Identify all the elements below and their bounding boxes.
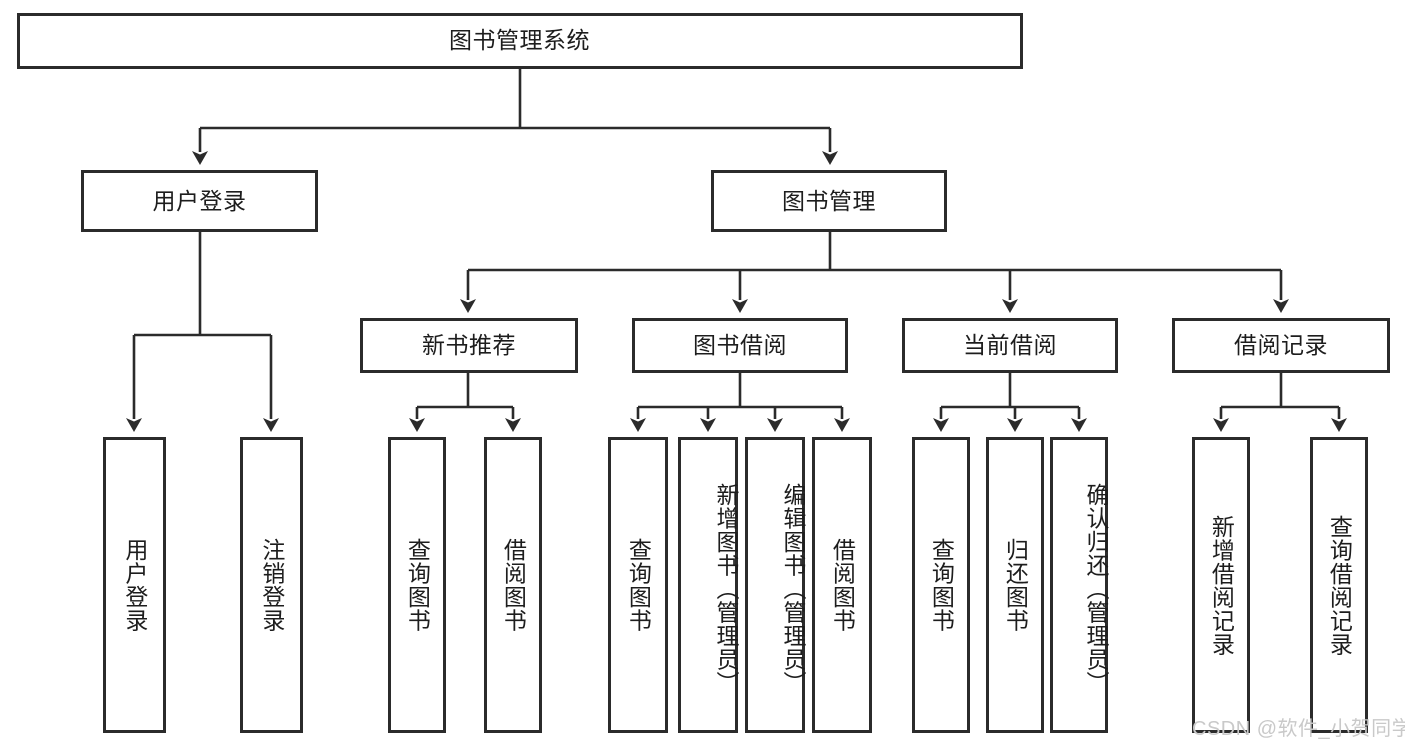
node-book-borrowing[interactable]	[632, 318, 848, 373]
node-borrowing-records[interactable]	[1172, 318, 1390, 373]
node-book-management[interactable]	[711, 170, 947, 232]
node-leaf-add-book-admin[interactable]	[678, 437, 738, 733]
node-leaf-confirm-return-admin[interactable]	[1050, 437, 1108, 733]
node-leaf-edit-book-admin[interactable]	[745, 437, 805, 733]
node-leaf-query-books-cb[interactable]	[912, 437, 970, 733]
node-leaf-add-borrow-record[interactable]	[1192, 437, 1250, 733]
node-user-login[interactable]	[81, 170, 318, 232]
node-leaf-user-login[interactable]	[103, 437, 166, 733]
node-leaf-return-books[interactable]	[986, 437, 1044, 733]
node-leaf-logout-login[interactable]	[240, 437, 303, 733]
node-root-book-management-system[interactable]	[17, 13, 1023, 69]
node-current-borrowing[interactable]	[902, 318, 1118, 373]
node-new-book-recommendation[interactable]	[360, 318, 578, 373]
node-leaf-query-books-nbr[interactable]	[388, 437, 446, 733]
node-leaf-query-borrow-record[interactable]	[1310, 437, 1368, 733]
node-leaf-borrow-books-bb[interactable]	[812, 437, 872, 733]
node-leaf-borrow-books-nbr[interactable]	[484, 437, 542, 733]
node-leaf-query-books-bb[interactable]	[608, 437, 668, 733]
